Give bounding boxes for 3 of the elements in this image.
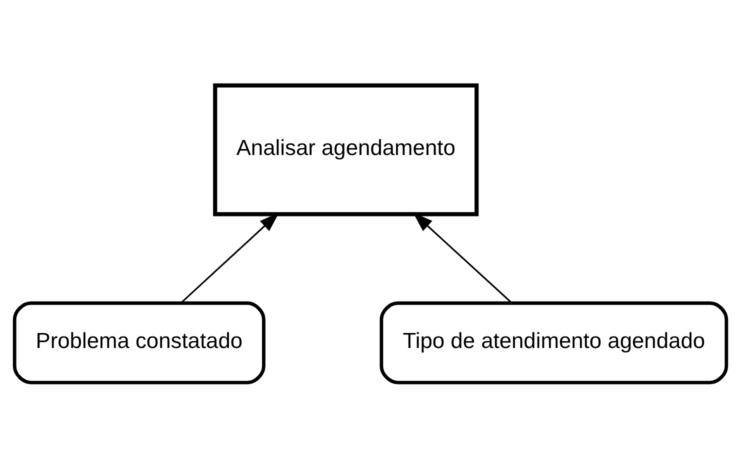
node-box: Tipo de atendimento agendado [380, 301, 728, 384]
node-box: Analisar agendamento [213, 83, 479, 216]
node-box: Problema constatado [12, 301, 266, 384]
